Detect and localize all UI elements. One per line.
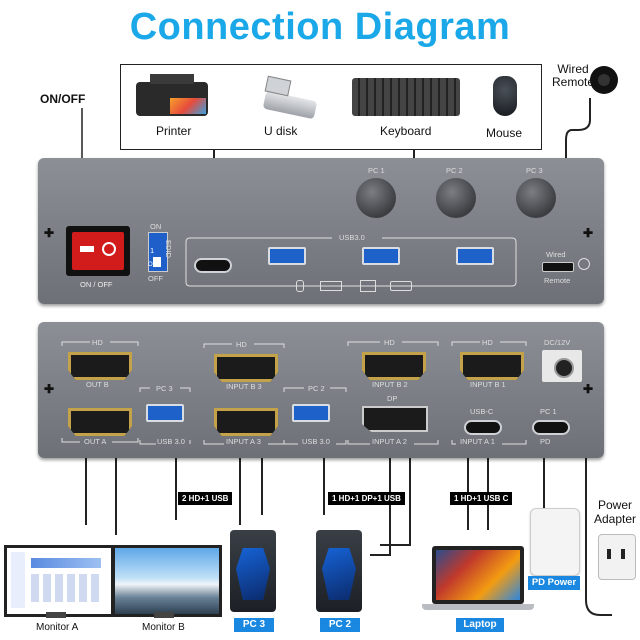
front-usb-port-1[interactable]: [268, 247, 306, 265]
screw-icon: ✚: [44, 382, 55, 396]
hdmi-input-b1-port[interactable]: [460, 352, 524, 380]
printer-label: Printer: [156, 124, 192, 138]
usbc-label: USB-C: [470, 407, 494, 416]
front-usbc-port[interactable]: [194, 258, 232, 273]
monitor-a-stand: [46, 612, 66, 618]
monitor-b-icon: [112, 545, 222, 617]
pd-usbc-port[interactable]: [532, 420, 570, 435]
mouse-icon: [493, 76, 517, 116]
pc2-group-label: PC 2: [308, 384, 325, 393]
usb30-label: USB3.0: [339, 233, 365, 242]
monitor-a-label: Monitor A: [36, 622, 79, 633]
screw-icon: ✚: [583, 382, 594, 396]
pc2-label: PC 2: [320, 618, 360, 632]
printer-small-icon: [360, 280, 376, 292]
pc3-label: PC 3: [234, 618, 274, 632]
pd-power-label: PD Power: [528, 576, 580, 590]
edid-one-label: 1: [150, 246, 155, 255]
laptop-icon: [432, 546, 524, 604]
edid-on2-label: ON: [148, 262, 157, 268]
usbc-input-a1-port[interactable]: [464, 420, 502, 435]
pc2-knob-label: PC 2: [446, 166, 463, 175]
keyboard-small-icon: [320, 281, 342, 291]
laptop-base: [422, 604, 534, 610]
dc-power-port[interactable]: [542, 350, 582, 382]
pc3-usb-label: USB 3.0: [157, 437, 185, 446]
pc3-group-label: PC 3: [156, 384, 173, 393]
input-a3-label: INPUT A 3: [226, 437, 261, 446]
pc1-pd-group-label: PC 1: [540, 407, 557, 416]
laptop-label: Laptop: [456, 618, 504, 632]
pc2-tower-icon: [316, 530, 362, 612]
pd-power-adapter-icon: [530, 508, 580, 576]
hd-label-b1: HD: [482, 338, 493, 347]
monitor-b-stand: [154, 612, 174, 618]
input-b3-label: INPUT B 3: [226, 382, 262, 391]
pc1-select-button[interactable]: [356, 178, 396, 218]
pc3-usb-port[interactable]: [146, 404, 184, 422]
edid-switch[interactable]: [148, 232, 168, 272]
power-adapter-label: Power Adapter: [594, 498, 637, 526]
input-b2-label: INPUT B 2: [372, 380, 408, 389]
screw-icon: ✚: [44, 226, 55, 240]
pc2-usb-port[interactable]: [292, 404, 330, 422]
pc3-connection-tag: 2 HD+1 USB: [178, 492, 233, 505]
pc2-usb-label: USB 3.0: [302, 437, 330, 446]
printer-icon: [132, 72, 212, 120]
pc1-knob-label: PC 1: [368, 166, 385, 175]
onoff-label: ON/OFF: [40, 92, 86, 106]
power-switch[interactable]: [66, 226, 130, 276]
hdmi-input-b2-port[interactable]: [362, 352, 426, 380]
usb-bracket: [185, 237, 517, 287]
back-panel: [38, 322, 604, 458]
monitor-b-label: Monitor B: [142, 622, 185, 633]
front-usb-port-3[interactable]: [456, 247, 494, 265]
input-a2-label: INPUT A 2: [372, 437, 407, 446]
mouse-small-icon: [296, 280, 304, 292]
hdmi-input-a3-port[interactable]: [214, 408, 278, 436]
front-usb-port-2[interactable]: [362, 247, 400, 265]
udisk-label: U disk: [264, 124, 298, 138]
dp-label: DP: [387, 394, 398, 403]
pc3-knob-label: PC 3: [526, 166, 543, 175]
power-adapter-icon: [598, 534, 636, 580]
out-b-label: OUT B: [86, 380, 109, 389]
wired-port-label: Wired: [546, 250, 566, 259]
hdmi-input-b3-port[interactable]: [214, 354, 278, 382]
hd-label-outb: HD: [92, 338, 103, 347]
keyboard-label: Keyboard: [380, 124, 432, 138]
remote-port-icon: [578, 258, 590, 270]
pc2-connection-tag: 1 HD+1 DP+1 USB: [328, 492, 405, 505]
input-b1-label: INPUT B 1: [470, 380, 506, 389]
pc2-select-button[interactable]: [436, 178, 476, 218]
mouse-label: Mouse: [486, 126, 523, 140]
wired-remote-icon: [590, 66, 618, 94]
wired-remote-port[interactable]: [542, 262, 574, 272]
hd-label-b3: HD: [236, 340, 247, 349]
front-panel: [38, 158, 604, 304]
keyboard-icon: [352, 78, 460, 116]
hdmi-out-b-port[interactable]: [68, 352, 132, 380]
pc3-tower-icon: [230, 530, 276, 612]
dp-input-a2-port[interactable]: [362, 406, 428, 432]
hd-label-b2: HD: [384, 338, 395, 347]
switch-label: ON / OFF: [80, 280, 113, 289]
page-title: Connection Diagram: [129, 6, 511, 48]
out-a-label: OUT A: [84, 437, 107, 446]
input-a1-label: INPUT A 1: [460, 437, 495, 446]
laptop-connection-tag: 1 HD+1 USB C: [450, 492, 513, 505]
pc3-select-button[interactable]: [516, 178, 556, 218]
edid-on-label: ON: [150, 222, 162, 231]
wired-remote-label: Wired Remote: [552, 62, 595, 89]
edid-off-label: OFF: [148, 274, 163, 283]
screw-icon: ✚: [583, 226, 594, 240]
dc12v-label: DC/12V: [544, 338, 571, 347]
pd-label: PD: [540, 437, 551, 446]
hdmi-out-a-port[interactable]: [68, 408, 132, 436]
remote-port-label: Remote: [544, 276, 571, 285]
edid-label: EDID: [164, 240, 173, 258]
monitor-a-icon: [4, 545, 114, 617]
udisk-small-icon: [390, 281, 412, 291]
